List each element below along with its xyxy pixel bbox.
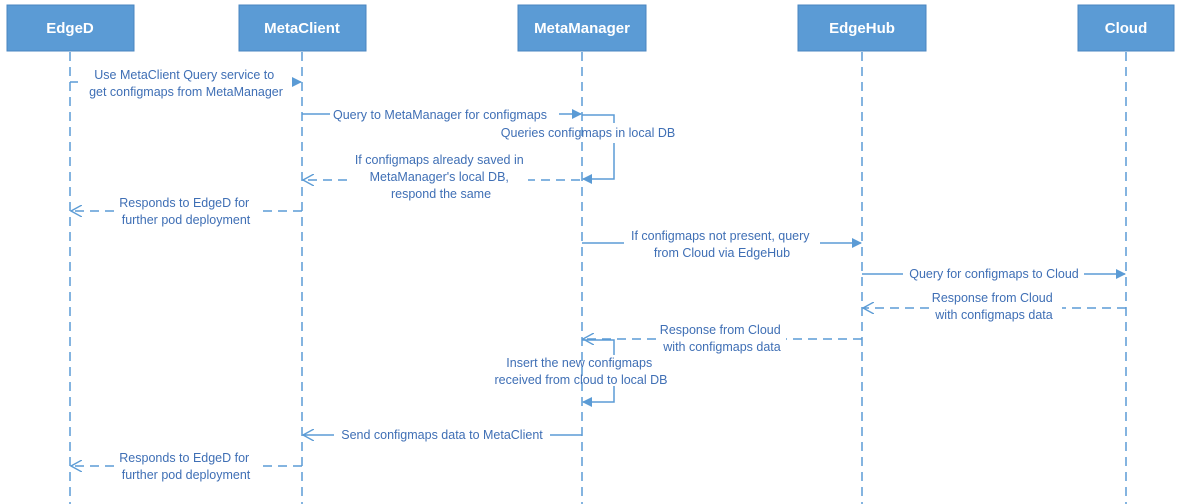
message-9: Response from Cloud with configmaps data [583,323,862,354]
message-12: Responds to EdgeD for further pod deploy… [71,451,302,482]
message-10: Insert the new configmaps received from … [495,339,668,402]
message-1: Use MetaClient Query service to get conf… [70,68,301,99]
actor-label-metamanager: MetaManager [534,20,630,37]
message-1-label: Use MetaClient Query service to get conf… [89,68,283,99]
actor-label-edged: EdgeD [46,20,94,37]
actor-edgehub: EdgeHub [797,4,927,52]
message-11-label: Send configmaps data to MetaClient [341,428,543,442]
message-3-arrow [582,114,615,179]
message-3-label: Queries configmaps in local DB [501,126,675,140]
actor-label-metaclient: MetaClient [264,20,340,37]
message-8: Response from Cloud with configmaps data [863,291,1126,322]
actor-metamanager: MetaManager [517,4,647,52]
message-5-label: Responds to EdgeD for further pod deploy… [119,196,252,227]
message-2-label: Query to MetaManager for configmaps [333,108,547,122]
message-12-label: Responds to EdgeD for further pod deploy… [119,451,252,482]
message-7: Query for configmaps to Cloud [862,267,1125,281]
message-9-label: Response from Cloud with configmaps data [660,323,784,354]
message-2: Query to MetaManager for configmaps [302,108,581,122]
message-8-label: Response from Cloud with configmaps data [932,291,1056,322]
message-10-arrow [582,339,615,402]
message-7-label: Query for configmaps to Cloud [909,267,1079,281]
message-3: Queries configmaps in local DB [501,114,675,179]
actor-cloud: Cloud [1077,4,1175,52]
message-11: Send configmaps data to MetaClient [303,428,582,442]
actor-metaclient: MetaClient [238,4,367,52]
message-6: If configmaps not present, query from Cl… [582,229,861,260]
actor-label-cloud: Cloud [1105,20,1148,37]
actor-label-edgehub: EdgeHub [829,20,895,37]
message-10-label: Insert the new configmaps received from … [495,356,668,387]
actor-edged: EdgeD [6,4,135,52]
message-4: If configmaps already saved in MetaManag… [303,153,580,201]
message-5: Responds to EdgeD for further pod deploy… [71,196,302,227]
message-6-label: If configmaps not present, query from Cl… [631,229,813,260]
message-4-label: If configmaps already saved in MetaManag… [355,153,527,201]
